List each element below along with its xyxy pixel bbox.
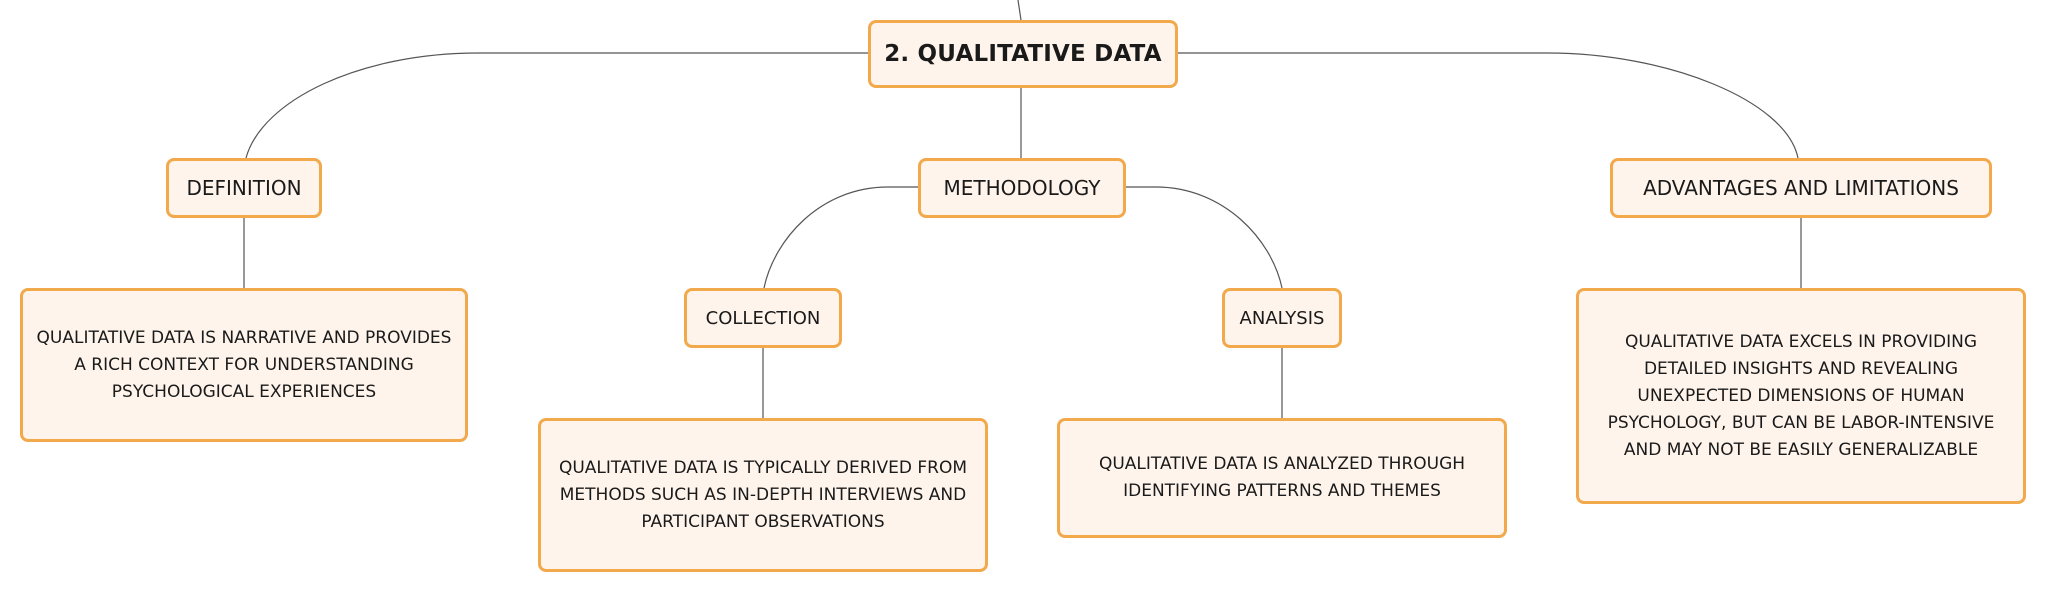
connector-methodology-to-collection <box>763 186 918 289</box>
connector-root-to-definition <box>245 52 868 159</box>
analysis-detail-node[interactable]: QUALITATIVE DATA IS ANALYZED THROUGH IDE… <box>1057 418 1507 538</box>
connector-root-to-advantages <box>1178 52 1799 159</box>
definition-node[interactable]: DEFINITION <box>166 158 322 218</box>
root-node[interactable]: 2. QUALITATIVE DATA <box>868 20 1178 88</box>
advantages-detail-node[interactable]: QUALITATIVE DATA EXCELS IN PROVIDING DET… <box>1576 288 2026 504</box>
connector-methodology-to-analysis <box>1126 186 1283 289</box>
collection-detail-node[interactable]: QUALITATIVE DATA IS TYPICALLY DERIVED FR… <box>538 418 988 572</box>
methodology-node[interactable]: METHODOLOGY <box>918 158 1126 218</box>
definition-node-label: DEFINITION <box>186 176 302 200</box>
analysis-detail-text: QUALITATIVE DATA IS ANALYZED THROUGH IDE… <box>1098 454 1466 501</box>
analysis-node[interactable]: ANALYSIS <box>1222 288 1342 348</box>
collection-detail-text: QUALITATIVE DATA IS TYPICALLY DERIVED FR… <box>558 457 968 532</box>
advantages-detail-text: QUALITATIVE DATA EXCELS IN PROVIDING DET… <box>1607 331 1995 460</box>
collection-node-label: COLLECTION <box>705 307 821 329</box>
advantages-node-label: ADVANTAGES AND LIMITATIONS <box>1643 176 1959 200</box>
definition-detail-node[interactable]: QUALITATIVE DATA IS NARRATIVE AND PROVID… <box>20 288 468 442</box>
advantages-node[interactable]: ADVANTAGES AND LIMITATIONS <box>1610 158 1992 218</box>
connector-parent-to-root <box>1017 0 1022 21</box>
definition-detail-text: QUALITATIVE DATA IS NARRATIVE AND PROVID… <box>36 327 452 402</box>
root-node-label: 2. QUALITATIVE DATA <box>884 41 1162 67</box>
methodology-node-label: METHODOLOGY <box>943 176 1101 200</box>
analysis-node-label: ANALYSIS <box>1239 307 1325 329</box>
collection-node[interactable]: COLLECTION <box>684 288 842 348</box>
